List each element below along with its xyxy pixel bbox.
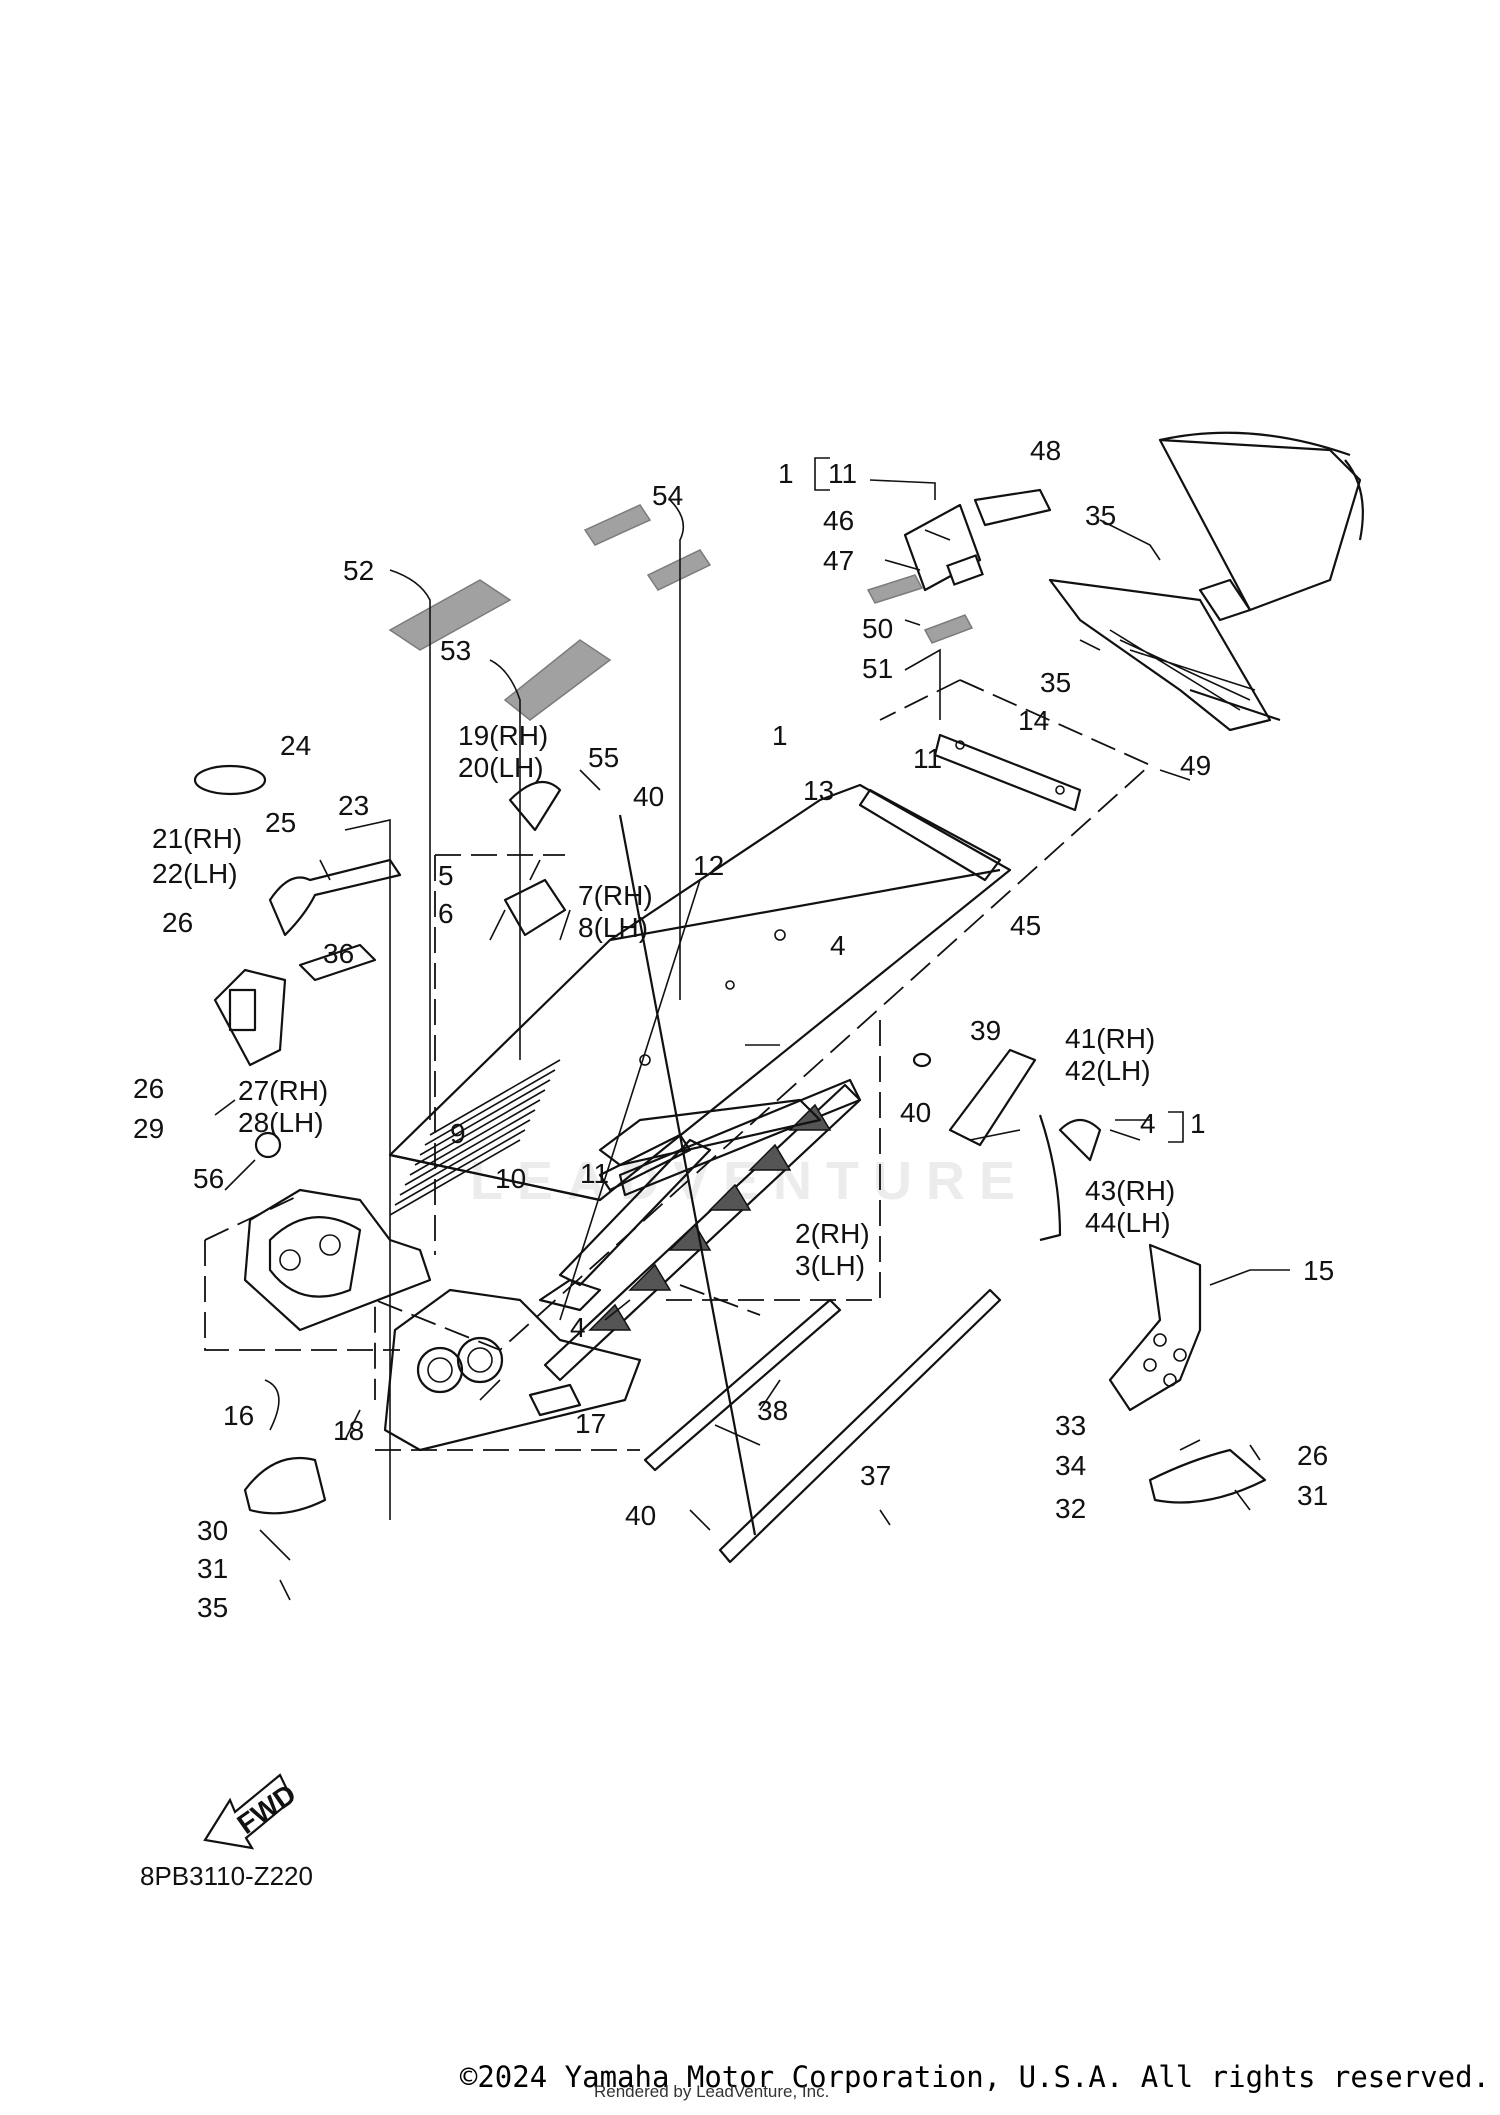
callout-40-c: 40 <box>625 1500 656 1531</box>
callout-51: 51 <box>862 653 893 684</box>
callout-39: 39 <box>970 1015 1001 1046</box>
callout-23: 23 <box>338 790 369 821</box>
callout-26-a: 26 <box>162 907 193 938</box>
callout-31-a: 31 <box>1297 1480 1328 1511</box>
callout-27-rh: 27(RH) <box>238 1075 328 1106</box>
callout-4-c: 4 <box>570 1312 586 1343</box>
callout-1-a: 1 <box>778 458 794 489</box>
bracket-marks <box>814 457 1184 1143</box>
callout-1-c: 1 <box>1190 1108 1206 1139</box>
callout-26-c: 26 <box>1297 1440 1328 1471</box>
callout-46: 46 <box>823 505 854 536</box>
callout-9: 9 <box>450 1118 466 1149</box>
callout-44-lh: 44(LH) <box>1085 1207 1171 1238</box>
callout-24: 24 <box>280 730 311 761</box>
callout-35-a: 35 <box>1085 500 1116 531</box>
front-fittings <box>193 764 567 1067</box>
leader-cross <box>618 814 757 1536</box>
callout-25: 25 <box>265 807 296 838</box>
callout-29: 29 <box>133 1113 164 1144</box>
callout-21-rh: 21(RH) <box>152 823 242 854</box>
diagram-code: 8PB3110-Z220 <box>140 1861 313 1891</box>
foot-cleat-assembly <box>1108 1243 1267 1504</box>
callout-42-lh: 42(LH) <box>1065 1055 1151 1086</box>
callout-11-c: 11 <box>580 1158 609 1189</box>
fwd-arrow-icon: FWD <box>203 1773 302 1850</box>
seat-pads <box>388 504 974 721</box>
callout-33: 33 <box>1055 1410 1086 1441</box>
leader-diagonal <box>559 879 701 1321</box>
callout-2-rh: 2(RH) <box>795 1218 870 1249</box>
side-rail <box>558 1133 712 1287</box>
callout-13: 13 <box>803 775 834 806</box>
callout-31-b: 31 <box>197 1553 228 1584</box>
cooling-slots <box>389 1059 561 1216</box>
callout-18: 18 <box>333 1415 364 1446</box>
callout-37: 37 <box>860 1460 891 1491</box>
grab-handle-left <box>243 1131 327 1515</box>
callout-14: 14 <box>1018 705 1049 736</box>
callout-16: 16 <box>223 1400 254 1431</box>
leader-lines <box>214 479 1290 1601</box>
callout-38: 38 <box>757 1395 788 1426</box>
callout-20-lh: 20(LH) <box>458 752 544 783</box>
callout-7-rh: 7(RH) <box>578 880 653 911</box>
callout-11-b: 11 <box>913 743 942 774</box>
callout-41-rh: 41(RH) <box>1065 1023 1155 1054</box>
rear-bumper <box>1048 431 1364 732</box>
running-board <box>543 1078 862 1382</box>
callout-49: 49 <box>1180 750 1211 781</box>
rendered-by-text: Rendered by LeadVenture, Inc. <box>594 2082 830 2101</box>
callout-3-lh: 3(LH) <box>795 1250 865 1281</box>
callout-26-b: 26 <box>133 1073 164 1104</box>
callout-6: 6 <box>438 898 454 929</box>
callout-50: 50 <box>862 613 893 644</box>
callout-55: 55 <box>588 742 619 773</box>
callout-32: 32 <box>1055 1493 1086 1524</box>
callout-labels: 1 11 48 35 54 46 47 52 50 51 53 35 49 1 … <box>133 435 1334 1623</box>
callout-56: 56 <box>193 1163 224 1194</box>
callout-30: 30 <box>197 1515 228 1546</box>
callout-40-a: 40 <box>633 781 664 812</box>
front-frame-right <box>383 1278 642 1452</box>
callout-45: 45 <box>1010 910 1041 941</box>
callout-43-rh: 43(RH) <box>1085 1175 1175 1206</box>
callout-4-a: 4 <box>830 930 846 961</box>
callout-40-b: 40 <box>900 1097 931 1128</box>
front-frame-left <box>243 1188 432 1332</box>
callout-35-c: 35 <box>197 1592 228 1623</box>
callout-4-b: 4 <box>1140 1108 1156 1139</box>
callout-8-lh: 8(LH) <box>578 912 648 943</box>
callout-17: 17 <box>575 1408 606 1439</box>
copyright-notice: ©2024 Yamaha Motor Corporation, U.S.A. A… <box>459 2060 1490 2094</box>
callout-10: 10 <box>495 1163 526 1194</box>
callout-47: 47 <box>823 545 854 576</box>
callout-11-a: 11 <box>828 458 857 489</box>
callout-36: 36 <box>323 938 354 969</box>
callout-1-b: 1 <box>772 720 788 751</box>
rear-bracket <box>933 733 1082 812</box>
callout-28-lh: 28(LH) <box>238 1107 324 1138</box>
callout-53: 53 <box>440 635 471 666</box>
callout-34: 34 <box>1055 1450 1086 1481</box>
callout-19-rh: 19(RH) <box>458 720 548 751</box>
callout-48: 48 <box>1030 435 1061 466</box>
tail-light-assembly <box>903 488 1052 592</box>
rods <box>643 1288 1002 1564</box>
callout-12: 12 <box>693 850 724 881</box>
callout-15: 15 <box>1303 1255 1334 1286</box>
callout-35-b: 35 <box>1040 667 1071 698</box>
callout-54: 54 <box>652 480 683 511</box>
callout-22-lh: 22(LH) <box>152 858 238 889</box>
callout-5: 5 <box>438 860 454 891</box>
callout-52: 52 <box>343 555 374 586</box>
